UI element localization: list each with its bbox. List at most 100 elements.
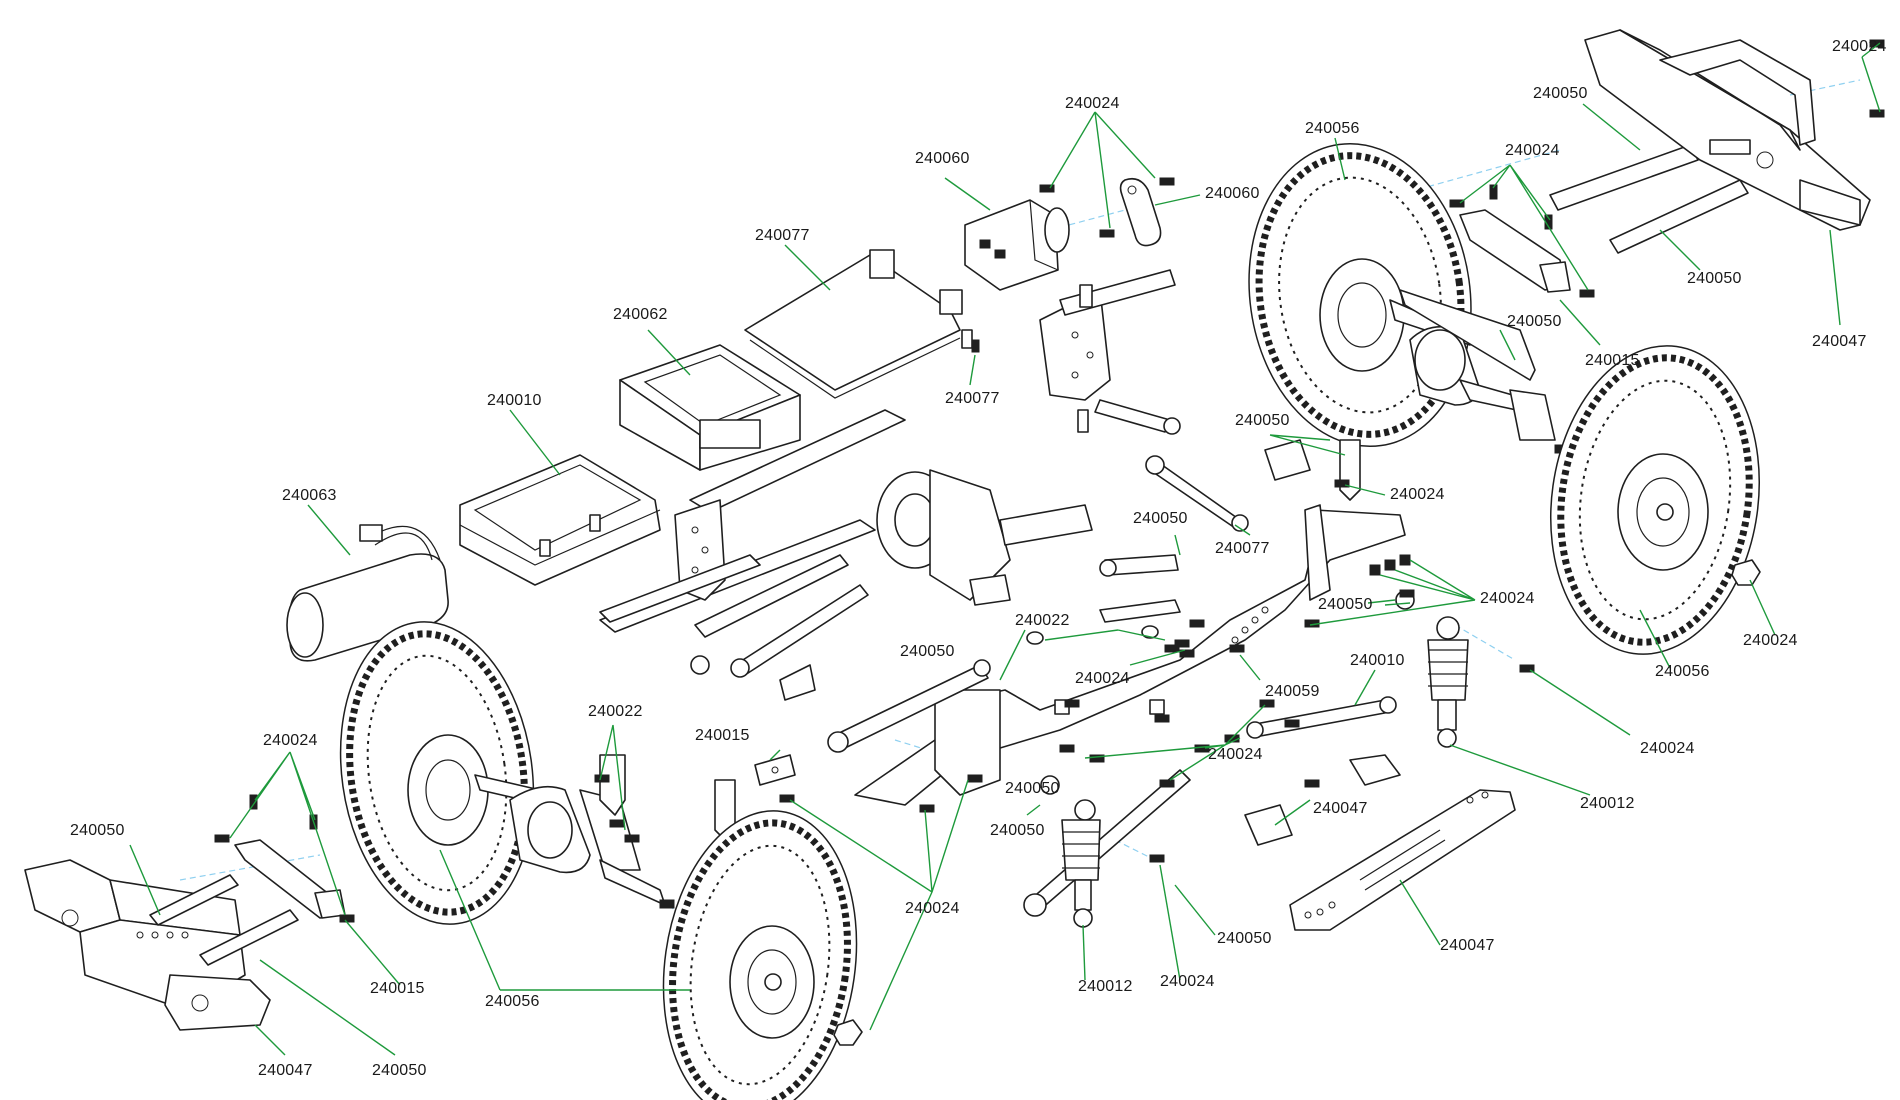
front-bumper bbox=[1584, 29, 1871, 231]
screw bbox=[1039, 184, 1055, 193]
screw bbox=[1334, 479, 1350, 488]
screw bbox=[624, 834, 640, 843]
screw bbox=[1449, 199, 1465, 208]
screws bbox=[214, 39, 1885, 923]
part-number-label: 240050 bbox=[1005, 780, 1060, 797]
part-number-label: 240062 bbox=[613, 306, 668, 323]
screw bbox=[594, 774, 610, 783]
part-number-label: 240050 bbox=[1217, 930, 1272, 947]
screw bbox=[1384, 559, 1396, 571]
part-number-label: 240047 bbox=[1440, 937, 1495, 954]
rear-left-wheel bbox=[339, 621, 535, 925]
esc-box bbox=[619, 344, 801, 471]
guide-front-shock bbox=[1454, 624, 1516, 661]
screw bbox=[1399, 554, 1411, 566]
front-axle bbox=[1389, 289, 1570, 454]
guide-rear-shock bbox=[1114, 839, 1156, 861]
part-number-label: 240015 bbox=[1585, 352, 1640, 369]
servo bbox=[964, 199, 1070, 291]
part-number-label: 240024 bbox=[1640, 740, 1695, 757]
part-number-label: 240047 bbox=[1313, 800, 1368, 817]
part-number-label: 240050 bbox=[1507, 313, 1562, 330]
screw bbox=[1089, 754, 1105, 763]
screw bbox=[1579, 289, 1595, 298]
rear-axle bbox=[474, 774, 675, 909]
part-number-label: 240024 bbox=[1075, 670, 1130, 687]
part-number-label: 240024 bbox=[1160, 973, 1215, 990]
part-number-label: 240015 bbox=[370, 980, 425, 997]
part-number-label: 240012 bbox=[1580, 795, 1635, 812]
screw bbox=[1399, 589, 1415, 598]
rear-bumper-posts bbox=[149, 874, 299, 966]
frame-rail bbox=[854, 504, 1406, 806]
screw bbox=[919, 804, 935, 813]
part-number-label: 240024 bbox=[1065, 95, 1120, 112]
screw bbox=[779, 794, 795, 803]
guide-rear-bumper bbox=[179, 854, 321, 881]
part-number-label: 240047 bbox=[1812, 333, 1867, 350]
part-number-label: 240024 bbox=[1832, 38, 1887, 55]
rear-bumper-mount bbox=[234, 839, 346, 919]
screw bbox=[339, 914, 355, 923]
part-number-label: 240077 bbox=[1215, 540, 1270, 557]
part-number-label: 240060 bbox=[915, 150, 970, 167]
front-bumper-posts bbox=[1549, 144, 1749, 254]
screw bbox=[1064, 699, 1080, 708]
part-number-label: 240047 bbox=[258, 1062, 313, 1079]
screw bbox=[249, 794, 258, 810]
front-shock bbox=[1427, 616, 1469, 748]
part-number-label: 240050 bbox=[900, 643, 955, 660]
battery-pack bbox=[286, 524, 449, 662]
part-number-label: 240024 bbox=[1208, 746, 1263, 763]
part-number-label: 240022 bbox=[1015, 612, 1070, 629]
screw bbox=[1304, 779, 1320, 788]
screw bbox=[1059, 744, 1075, 753]
side-step-mounts bbox=[1244, 754, 1401, 846]
part-number-label: 240056 bbox=[485, 993, 540, 1010]
part-number-label: 240050 bbox=[70, 822, 125, 839]
screw bbox=[1159, 779, 1175, 788]
part-number-label: 240063 bbox=[282, 487, 337, 504]
part-number-label: 240060 bbox=[1205, 185, 1260, 202]
screw bbox=[1869, 39, 1885, 48]
top-plate bbox=[744, 249, 973, 399]
part-number-label: 240010 bbox=[1350, 652, 1405, 669]
part-number-label: 240050 bbox=[1133, 510, 1188, 527]
screw bbox=[1284, 719, 1300, 728]
center-chassis-assembly bbox=[599, 269, 1181, 701]
part-number-label: 240015 bbox=[695, 727, 750, 744]
screw bbox=[1174, 639, 1190, 648]
rear-right-wheel bbox=[662, 810, 858, 1100]
servo-horn bbox=[1119, 177, 1162, 247]
screw bbox=[1179, 649, 1195, 658]
rear-wheel-nut bbox=[833, 1019, 863, 1046]
part-number-label: 240050 bbox=[1318, 596, 1373, 613]
part-number-label: 240050 bbox=[1533, 85, 1588, 102]
part-number-label: 240077 bbox=[945, 390, 1000, 407]
screw bbox=[1164, 644, 1180, 653]
receiver-tray bbox=[459, 454, 661, 586]
screw bbox=[971, 339, 980, 353]
link-mount-small bbox=[754, 439, 1311, 786]
part-number-label: 240024 bbox=[905, 900, 960, 917]
screw bbox=[1229, 644, 1245, 653]
screw bbox=[967, 774, 983, 783]
part-number-label: 240024 bbox=[1480, 590, 1535, 607]
front-link-mount bbox=[1459, 209, 1571, 293]
screw bbox=[1189, 619, 1205, 628]
part-number-label: 240056 bbox=[1305, 120, 1360, 137]
screw bbox=[1154, 714, 1170, 723]
front-right-wheel bbox=[1549, 345, 1761, 655]
part-number-label: 240050 bbox=[990, 822, 1045, 839]
part-number-label: 240024 bbox=[1505, 142, 1560, 159]
rear-shock bbox=[1061, 799, 1101, 928]
screw bbox=[1159, 177, 1175, 186]
screw bbox=[1099, 229, 1115, 238]
part-number-label: 240059 bbox=[1265, 683, 1320, 700]
screw bbox=[1369, 564, 1381, 576]
screw bbox=[609, 819, 625, 828]
part-number-label: 240056 bbox=[1655, 663, 1710, 680]
part-number-label: 240010 bbox=[487, 392, 542, 409]
